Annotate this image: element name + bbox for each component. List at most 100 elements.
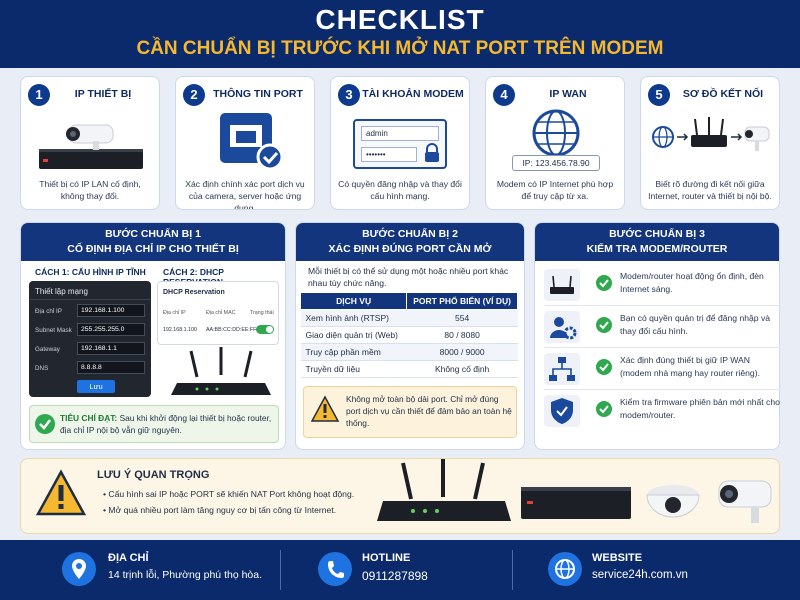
step2-title: XÁC ĐỊNH ĐÚNG PORT CẦN MỞ [328, 243, 492, 255]
note-title: LƯU Ý QUAN TRỌNG [97, 469, 210, 481]
table-header: DỊCH VỤ [299, 292, 408, 310]
step1-label: BƯỚC CHUẨN BỊ 1 [105, 228, 201, 240]
router-icon [550, 275, 574, 294]
step3-label: BƯỚC CHUẨN BỊ 3 [609, 228, 705, 240]
table-cell: Không cố định [406, 360, 518, 378]
card-number: 5 [648, 84, 670, 106]
criteria-text: Sau khi khởi động lại thiết bị hoặc rout… [60, 413, 272, 435]
table-header: PORT PHỔ BIẾN (VÍ DỤ) [406, 292, 518, 310]
card-port-info: 2 THÔNG TIN PORT Xác định chính xác port… [175, 76, 315, 210]
card-desc: Có quyền đăng nhập và thay đổi cấu hình … [338, 179, 462, 201]
card-desc: Biết rõ đường đi kết nối giữa Internet, … [648, 179, 772, 201]
card-device-ip: 1 IP THIẾT BỊ Thiết bị có IP LAN cố định… [20, 76, 160, 210]
table-cell: Xem hình ảnh (RTSP) [300, 309, 407, 327]
field-label: Địa chỉ IP [35, 308, 62, 315]
check-item: Bạn có quyền quản trị để đăng nhập và th… [544, 306, 780, 348]
table-header-row: DỊCH VỤ PORT PHỔ BIẾN (VÍ DỤ) [299, 292, 518, 310]
check-icon [596, 275, 612, 291]
toggle-switch [256, 325, 274, 334]
check-item: Modem/router hoạt động ổn định, đèn Inte… [544, 264, 780, 306]
card-title: TÀI KHOẢN MODEM [362, 88, 464, 100]
table-cell: 8000 / 9000 [406, 343, 518, 361]
card-number: 3 [338, 84, 360, 106]
table-row: Truy cập phần mềm 8000 / 9000 [300, 343, 518, 361]
ethernet-port-icon [220, 113, 284, 171]
field-label: DNS [35, 365, 49, 372]
table-row: Giao diện quản trị (Web) 80 / 8080 [300, 326, 518, 344]
devices-illustration [377, 459, 772, 523]
username-field: admin [361, 126, 439, 141]
field-label: Gateway [35, 346, 60, 353]
card-connection-diagram: 5 SƠ ĐỒ KẾT NỐI Biết rõ đường đi kết nối… [640, 76, 780, 210]
port-table: DỊCH VỤ PORT PHỔ BIẾN (VÍ DỤ) Xem hình ả… [299, 292, 518, 378]
criteria-box: TIÊU CHÍ ĐẠT: Sau khi khởi động lại thiế… [29, 405, 279, 443]
table-cell: 80 / 8080 [406, 326, 518, 344]
gateway-input: 192.168.1.1 [77, 342, 145, 355]
step2-header: BƯỚC CHUẨN BỊ 2 XÁC ĐỊNH ĐÚNG PORT CẦN M… [296, 223, 524, 261]
port-warning-box: Không mở toàn bộ dải port. Chỉ mở đúng p… [303, 386, 517, 438]
dhcp-title: DHCP Reservation [163, 289, 225, 296]
step3-header: BƯỚC CHUẨN BỊ 3 KIỂM TRA MODEM/ROUTER [535, 223, 779, 261]
step2-intro: Mỗi thiết bị có thể sử dụng một hoặc nhi… [308, 266, 509, 288]
network-tree-icon [549, 357, 575, 381]
card-modem-account: 3 TÀI KHOẢN MODEM admin ••••••• Có quyền… [330, 76, 470, 210]
user-gear-icon [550, 317, 577, 340]
card-number: 4 [493, 84, 515, 106]
table-row: Truyền dữ liệu Không cố định [300, 360, 518, 378]
card-title: THÔNG TIN PORT [213, 88, 303, 100]
address-value: 14 trịnh lỗi, Phường phú thọ hòa. [108, 569, 263, 581]
page-subtitle: CẦN CHUẨN BỊ TRƯỚC KHI MỞ NAT PORT TRÊN … [136, 38, 664, 59]
note-bullet: • Mở quá nhiều port làm tăng nguy cơ bị … [103, 505, 337, 515]
address-label: ĐỊA CHỈ [108, 552, 149, 564]
check-icon [596, 401, 612, 417]
check-text: Bạn có quyền quản trị để đăng nhập và th… [620, 313, 771, 336]
important-note: LƯU Ý QUAN TRỌNG • Cấu hình sai IP hoặc … [20, 458, 780, 534]
table-cell: Giao diện quản trị (Web) [300, 326, 407, 344]
port-warning-text: Không mở toàn bộ dải port. Chỉ mở đúng p… [346, 394, 512, 428]
dhcp-col: Địa chỉ IP [163, 310, 186, 316]
page-header: CHECKLIST CẦN CHUẨN BỊ TRƯỚC KHI MỞ NAT … [0, 0, 800, 68]
criteria-label: TIÊU CHÍ ĐẠT: [60, 413, 118, 423]
table-cell: 554 [406, 309, 518, 327]
ip-input: 192.168.1.100 [77, 304, 145, 317]
lock-icon [425, 143, 439, 162]
card-desc: Thiết bị có IP LAN cố định, không thay đ… [39, 179, 141, 201]
camera-nvr-icon [39, 124, 143, 169]
card-title: IP THIẾT BỊ [74, 88, 132, 100]
method1-label: CÁCH 1: CẤU HÌNH IP TĨNH [35, 267, 146, 277]
card-number: 1 [28, 84, 50, 106]
table-cell: Truy cập phần mềm [300, 343, 407, 361]
location-pin-icon [62, 552, 96, 586]
login-box: admin ••••••• [353, 119, 447, 169]
password-field: ••••••• [361, 147, 417, 162]
dhcp-cell: 192.168.1.100 [163, 327, 197, 333]
check-text: Xác định đúng thiết bị giữ IP WAN (modem… [620, 355, 760, 378]
shield-icon [551, 398, 573, 424]
check-icon [596, 317, 612, 333]
check-text: Modem/router hoạt động ổn định, đèn Inte… [620, 271, 764, 294]
warning-icon [310, 395, 340, 422]
check-icon [596, 359, 612, 375]
page-title: CHECKLIST [315, 4, 485, 35]
step2-label: BƯỚC CHUẨN BỊ 2 [362, 228, 458, 240]
page-footer: ĐỊA CHỈ 14 trịnh lỗi, Phường phú thọ hòa… [0, 540, 800, 600]
dhcp-col: Trạng thái [250, 310, 274, 316]
phone-icon [318, 552, 352, 586]
check-icon [35, 414, 55, 434]
globe-icon [548, 552, 582, 586]
dns-input: 8.8.8.8 [77, 361, 145, 374]
form-title: Thiết lập mạng [35, 287, 88, 296]
check-item: Xác định đúng thiết bị giữ IP WAN (modem… [544, 348, 780, 390]
note-bullet: • Cấu hình sai IP hoặc PORT sẽ khiến NAT… [103, 489, 355, 499]
static-ip-form: Thiết lập mạng Địa chỉ IP 192.168.1.100 … [29, 281, 151, 397]
card-title: SƠ ĐỒ KẾT NỐI [682, 88, 764, 100]
step3-panel: BƯỚC CHUẨN BỊ 3 KIỂM TRA MODEM/ROUTER [534, 222, 780, 450]
check-text: Kiểm tra firmware phiên bản mới nhất cho… [620, 397, 780, 420]
table-cell: Truyền dữ liệu [300, 360, 407, 378]
dhcp-reservation-panel: DHCP Reservation Địa chỉ IP Địa chỉ MAC … [157, 281, 279, 345]
card-wan-ip: 4 IP WAN IP: 123.456.78.90 Modem có IP I… [485, 76, 625, 210]
step3-title: KIỂM TRA MODEM/ROUTER [586, 243, 728, 255]
card-desc: Modem có IP Internet phù hợp để truy cập… [496, 179, 614, 201]
dhcp-cell: AA:BB:CC:DD:EE:FF [206, 327, 257, 333]
table-row: Xem hình ảnh (RTSP) 554 [300, 309, 518, 327]
